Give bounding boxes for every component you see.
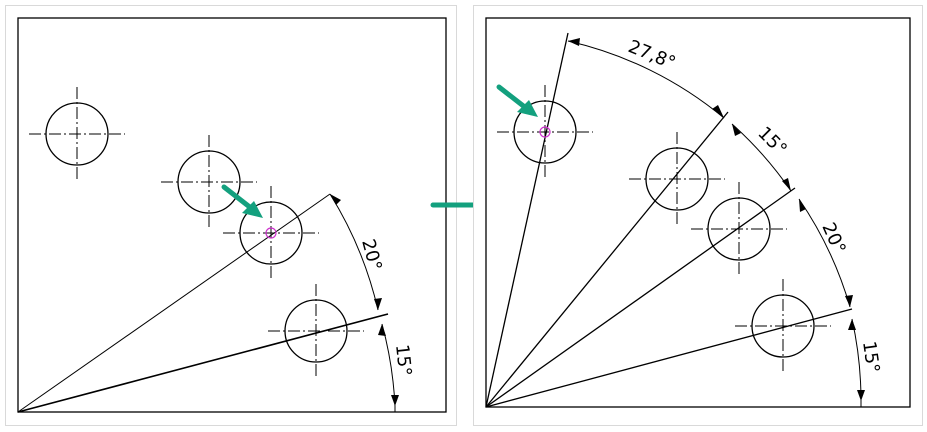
left-drawing-panel: 20° 15° [5,5,457,426]
drawing-frame [17,17,447,413]
radial-line-15deg [17,313,389,413]
hole-4 [735,279,831,374]
angle-dimension-arc [329,193,399,412]
hole-1 [497,85,593,180]
hole-2 [161,135,257,230]
pointer-arrow [221,184,263,218]
angle-dimension-arc [567,38,865,407]
pointer-arrow [496,84,538,117]
radial-line-3 [485,187,796,408]
hole-1 [29,87,125,182]
selected-center-marker [265,227,277,239]
angle-label-20: 20° [817,219,849,257]
hole-4 [268,284,364,379]
radial-line-1 [485,32,569,408]
angle-label-15: 15° [391,343,415,377]
radial-line-4 [485,308,853,408]
left-drawing: 20° 15° [17,17,447,413]
hole-3 [223,186,319,281]
hole-3 [691,182,787,277]
selected-center-marker [539,126,551,138]
angle-label-27-8: 27,8° [625,36,678,74]
hole-2 [629,132,725,227]
angle-label-20: 20° [357,237,386,273]
drawing-frame [485,17,911,408]
angle-label-15-lower: 15° [858,340,883,375]
radial-line-2 [485,111,729,408]
angle-label-15-upper: 15° [753,123,790,160]
right-drawing: 27,8° 15° 20° 15° [485,17,911,408]
radial-line-20deg [17,193,331,413]
right-drawing-panel: 27,8° 15° 20° 15° [473,5,923,426]
